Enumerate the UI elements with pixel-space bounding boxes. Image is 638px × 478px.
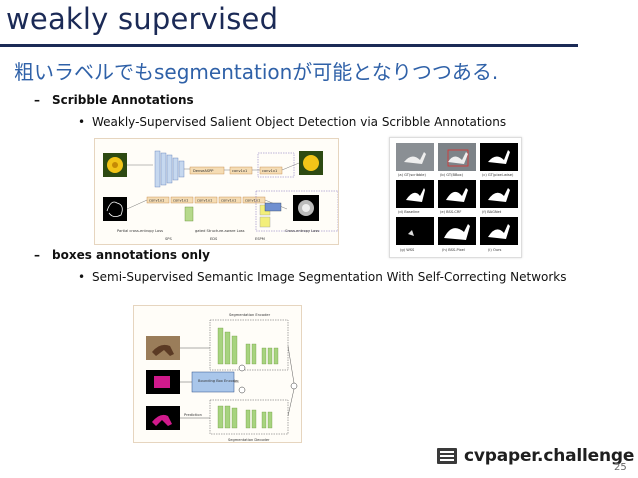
dash-bullet: –	[34, 93, 40, 107]
result-caption: (e) BSS-CRF	[440, 210, 462, 214]
section2-heading-row: –boxes annotations only	[34, 248, 210, 262]
figure-scribble-results: (a) GT(scribble) (b) GT(BBox) (c) GT(pix…	[389, 137, 522, 258]
result-caption: (i) Ours	[488, 248, 502, 252]
section1-heading-row: –Scribble Annotations	[34, 93, 194, 107]
result-caption: (c) GT(pixel-wise)	[482, 173, 514, 177]
result-caption: (h) BSS-Pixel	[442, 248, 465, 252]
result-caption: (d) Baseline	[398, 210, 420, 214]
result-caption: (g) WSS	[400, 248, 415, 252]
legend-label: ESPM	[255, 237, 265, 241]
legend-label: SPS	[165, 237, 172, 241]
legend-label: EDS	[210, 237, 218, 241]
scribble-image	[103, 197, 127, 221]
slide-title: weakly supervised	[6, 2, 279, 36]
bbox-encoder-label: Bounding Box Encoder	[198, 379, 239, 383]
result-caption: (f) BAGNet	[482, 210, 502, 214]
block-label: conv1x1	[149, 199, 164, 203]
prediction-label: Prediction	[184, 413, 202, 417]
legend-label: gated Structure-aware Loss	[195, 229, 245, 233]
legend-label: Partial cross-entropy Loss	[117, 229, 163, 233]
block-label: conv1x1	[232, 169, 247, 173]
decoder-label: Segmentation Decoder	[228, 438, 270, 442]
block-label: conv1x1	[221, 199, 236, 203]
result-caption: (b) GT(BBox)	[440, 173, 464, 177]
slide-subtitle: 粗いラベルでもsegmentationが可能となりつつある.	[14, 60, 499, 84]
block-label: conv1x1	[245, 199, 260, 203]
section2-heading: boxes annotations only	[52, 248, 210, 262]
figure-self-correcting-network: Segmentation Encoder Bounding Box Encode…	[133, 305, 302, 443]
dot-bullet: •	[78, 270, 86, 284]
section2-item-row: • Semi-Supervised Semantic Image Segmenta…	[78, 270, 566, 284]
block-label: conv1x1	[197, 199, 212, 203]
legend-label: Cross-entropy Loss	[285, 229, 319, 233]
logo-text: cvpaper.challenge	[464, 446, 635, 466]
logo-icon	[437, 448, 457, 464]
section2-item: Semi-Supervised Semantic Image Segmentat…	[92, 270, 567, 284]
dash-bullet: –	[34, 248, 40, 262]
dot-bullet: •	[78, 115, 86, 129]
encoder-label: Segmentation Encoder	[229, 313, 271, 317]
section1-item-row: • Weakly-Supervised Salient Object Detect…	[78, 115, 506, 129]
block-label: DenseASPP	[193, 169, 214, 173]
figure-scribble-network: DenseASPP conv1x1 conv1x1 conv1x1 conv1x…	[94, 138, 339, 245]
denseaspp-block	[189, 166, 225, 175]
brand-logo: cvpaper.challenge	[436, 446, 634, 466]
result-caption: (a) GT(scribble)	[398, 173, 426, 177]
section1-heading: Scribble Annotations	[52, 93, 194, 107]
section1-item: Weakly-Supervised Salient Object Detecti…	[92, 115, 507, 129]
title-underline	[0, 44, 578, 47]
block-label: conv1x1	[262, 169, 277, 173]
page-number: 25	[614, 462, 627, 473]
block-label: conv1x1	[173, 199, 188, 203]
